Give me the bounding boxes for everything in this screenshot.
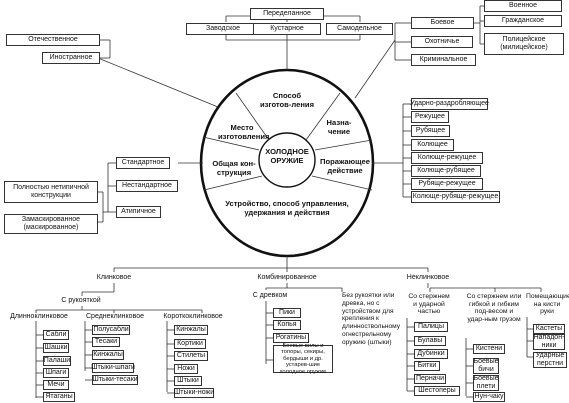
group-nonblade: Неклинковое (404, 272, 452, 283)
group-combined: Комбинированное (252, 272, 322, 283)
short-item: Стилеты (174, 351, 208, 361)
rod-item: Шестоперы (414, 386, 460, 396)
bladed-handle: С рукояткой (55, 296, 107, 306)
sector-method: Способ изготов-ления (259, 91, 315, 109)
medium-item: Штыки-шпаги (91, 363, 135, 373)
group-bladed: Клинковое (90, 272, 138, 283)
rod-item: Булавы (414, 336, 446, 346)
nonblade-hand-title: Помещающиеся на кисти руки (526, 293, 569, 316)
construction-standard: Стандартное (116, 157, 170, 169)
rod-item: Битки (414, 361, 440, 371)
flex-item: Боевые бичи (473, 358, 499, 374)
action-item: Ударно-раздробляющее (410, 98, 489, 110)
construction-nonstandard: Нестандартное (116, 180, 178, 192)
bladed-long-title: Длинноклинковое (4, 313, 74, 321)
medium-item: Штыки-тесаки (92, 375, 138, 385)
center-inner-ellipse (258, 132, 316, 188)
combined-no-handle: Без рукоятки или древка, но с устройство… (342, 292, 401, 346)
nonblade-flex-title: Со стержнем или гибкой и гибким под-весо… (466, 293, 522, 323)
purpose-criminal: Криминальное (411, 54, 476, 66)
short-item: Штыки-ножи (173, 388, 215, 398)
bladed-short-title: Короткоклинковое (158, 313, 228, 321)
hand-item: Нападон-ники (533, 334, 565, 350)
long-item: Сабли (43, 330, 69, 340)
flex-item: Боевые плети (473, 375, 499, 391)
rod-item: Палицы (414, 322, 448, 332)
sector-construction: Общая кон-струкция (212, 159, 256, 177)
medium-item: Тесаки (92, 337, 120, 347)
short-item: Кинжалы (174, 325, 208, 335)
long-item: Ятаганы (43, 392, 75, 402)
purpose-hunting: Охотничье (411, 36, 473, 48)
long-item: Мечи (43, 380, 69, 390)
short-item: Ножи (174, 364, 198, 374)
sector-purpose: Назна-чение (326, 118, 352, 136)
method-homemade: Самодельное (326, 23, 393, 35)
rod-item: Перначи (414, 374, 446, 384)
construction-atypical: Атипичное (116, 206, 161, 218)
long-item: Шпаги (43, 368, 69, 378)
method-top: Переделанное (250, 8, 324, 20)
short-item: Штыки (174, 376, 202, 386)
place-domestic: Отечественное (6, 34, 100, 46)
medium-item: Полусабли (92, 325, 130, 335)
method-handicraft: Кустарное (253, 23, 321, 35)
action-item: Рубящее (411, 125, 450, 137)
combined-shaft: С древком (248, 291, 292, 301)
hand-item: Ударные перстни (533, 352, 567, 368)
bladed-medium-title: Среднеклинковое (82, 313, 148, 321)
nonblade-rod-title: Со стержнем и ударной частью (408, 293, 450, 316)
shaft-item: Пики (273, 308, 301, 318)
sector-action: Поражающее действие (320, 157, 370, 175)
short-item: Кортики (174, 339, 206, 349)
action-item: Колющее (411, 139, 454, 151)
shaft-item: Рогатины (273, 333, 309, 343)
purpose-combat: Боевое (411, 17, 474, 29)
atypical-disguised: Замаскированное (маскированное) (4, 214, 98, 234)
center-title: ХОЛОДНОЕ ОРУЖИЕ (265, 147, 309, 165)
combat-military: Военное (484, 0, 562, 12)
action-item: Колюще-рубяще-режущее (411, 191, 500, 203)
action-item: Колюще-рубящее (411, 165, 481, 177)
long-item: Шашки (43, 343, 69, 353)
combat-police: Полицейское (милицейское) (484, 33, 564, 55)
sector-device: Устройство, способ управления, удержания… (225, 199, 349, 217)
combat-civil: Гражданское (484, 15, 562, 27)
sector-place: Место изготовления (218, 123, 270, 141)
shaft-item: Копья (273, 320, 301, 330)
long-item: Палаши (43, 356, 71, 366)
rod-item: Дубинки (414, 349, 448, 359)
atypical-nontypical: Полностью нетипичной конструкции (4, 181, 98, 203)
place-foreign: Иностранное (42, 52, 100, 64)
medium-item: Кинжалы (92, 350, 124, 360)
method-factory: Заводское (186, 23, 260, 35)
flex-item: Нун-чаку (473, 392, 505, 402)
shaft-note: Боевые вилы и топоры, секиры, бердыши и … (273, 343, 333, 375)
hand-item: Кастеты (533, 324, 565, 334)
action-item: Рубяще-режущее (411, 178, 483, 190)
action-item: Колюще-режущее (411, 152, 483, 164)
action-item: Режущее (411, 111, 449, 123)
flex-item: Кистени (473, 344, 505, 354)
